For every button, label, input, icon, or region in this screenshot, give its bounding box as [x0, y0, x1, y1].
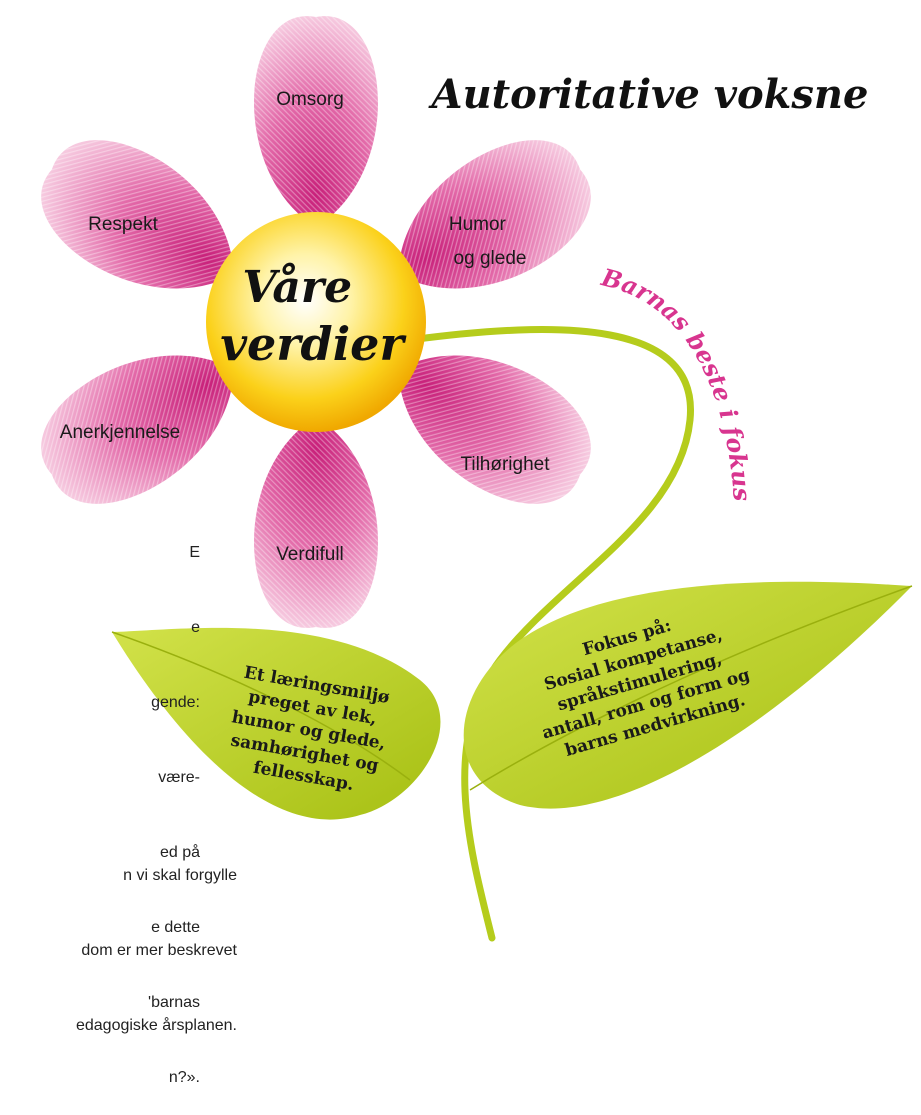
flower-diagram: Omsorg Humor og glede Tilhørighet Verdif…	[41, 16, 913, 942]
petal-label-tilhorighet: Tilhørighet	[460, 454, 550, 475]
side-text-line: n?».	[168, 1069, 200, 1086]
side-text-line: gende:	[151, 694, 200, 711]
side-text-line: dom er mer beskrevet	[81, 942, 237, 959]
left-leaf-vein	[111, 631, 411, 781]
stem	[406, 326, 694, 942]
side-text-line: e dette	[151, 919, 200, 936]
left-leaf	[112, 627, 441, 820]
petal-label-verdifull: Verdifull	[276, 544, 344, 565]
page-title: Autoritative voksne	[428, 71, 869, 118]
right-leaf	[463, 581, 912, 809]
petal-label-respekt: Respekt	[88, 214, 158, 235]
side-text-line: være-	[158, 769, 200, 786]
petal-label-humor: Humor og glede	[449, 214, 527, 269]
center-label: Våre verdier	[220, 262, 407, 371]
right-leaf-vein	[469, 585, 913, 791]
side-text-lower: n vi skal forgylle dom er mer beskrevet …	[0, 813, 237, 1063]
petals	[41, 16, 591, 628]
side-text-line: edagogiske årsplanen.	[75, 1017, 237, 1034]
side-text-line: E	[189, 544, 200, 561]
petal-label-omsorg: Omsorg	[276, 89, 344, 110]
side-text-line: ed på	[159, 844, 200, 861]
flower-center	[206, 212, 426, 432]
petal-label-anerkjennelse: Anerkjennelse	[60, 422, 180, 443]
side-text-line: e	[191, 619, 200, 636]
side-text-line: n vi skal forgylle	[123, 867, 237, 884]
